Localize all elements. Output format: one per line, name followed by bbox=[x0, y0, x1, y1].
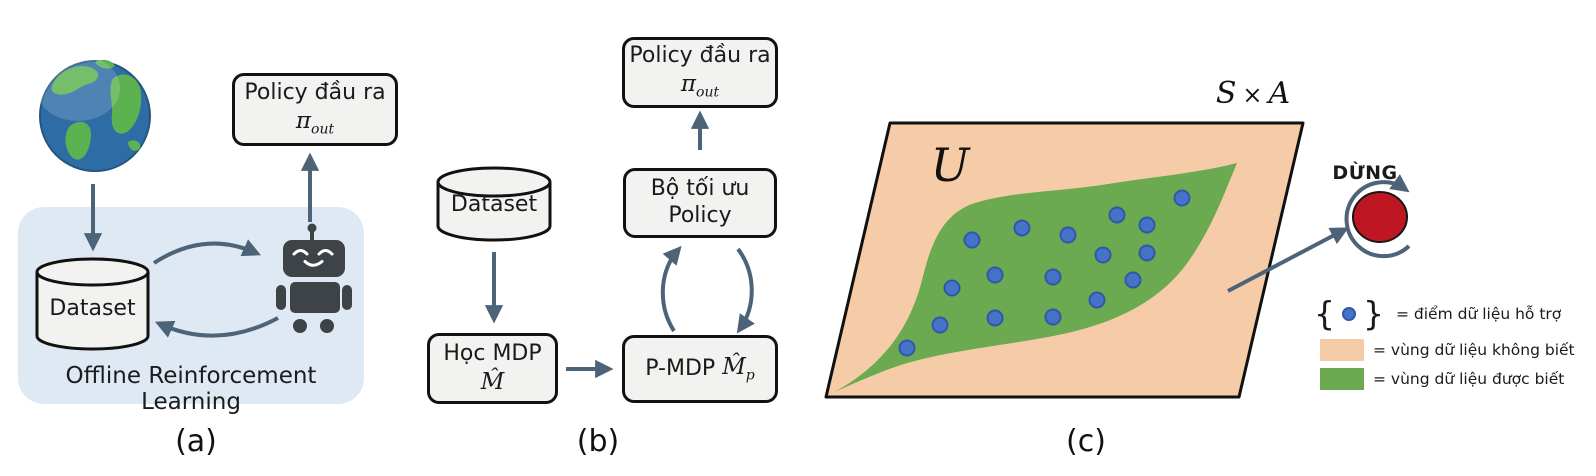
stop-label: DỪNG bbox=[1332, 162, 1398, 184]
learn-mdp-box: Học MDP M̂ bbox=[427, 333, 558, 404]
support-data-point bbox=[1138, 244, 1156, 262]
support-point-icon bbox=[1342, 307, 1356, 321]
cycle-arrow-optimizer-to-pmdp bbox=[736, 247, 755, 334]
support-data-point bbox=[986, 266, 1004, 284]
caption-b: (b) bbox=[576, 424, 620, 459]
legend-item-support-point: { } = điểm dữ liệu hỗ trợ bbox=[1314, 296, 1561, 332]
policy-output-title: Policy đầu ra bbox=[244, 80, 386, 106]
dataset-label-a: Dataset bbox=[49, 296, 136, 321]
policy-output-box-b: Policy đầu ra πout bbox=[622, 37, 778, 108]
known-region-swatch bbox=[1320, 368, 1364, 390]
legend-text: = vùng dữ liệu không biết bbox=[1373, 341, 1575, 359]
legend-item-unknown-region: = vùng dữ liệu không biết bbox=[1320, 339, 1575, 361]
support-data-point bbox=[963, 231, 981, 249]
policy-output-box-a: Policy đầu ra πout bbox=[232, 73, 398, 146]
pmdp-symbol: M̂p bbox=[722, 354, 755, 384]
state-action-space-label: S×A bbox=[1215, 76, 1291, 111]
learn-mdp-title: Học MDP bbox=[443, 341, 542, 367]
pmdp-box: P-MDP M̂p bbox=[622, 335, 778, 403]
support-data-point bbox=[1013, 219, 1031, 237]
offline-rl-frame-label: Offline Reinforcement Learning bbox=[65, 363, 317, 415]
cycle-arrow-robot-to-dataset bbox=[154, 316, 279, 338]
caption-c: (c) bbox=[1066, 424, 1106, 459]
policy-output-title: Policy đầu ra bbox=[629, 43, 771, 69]
optimizer-line1: Bộ tối ưu bbox=[650, 176, 750, 202]
cycle-arrow-dataset-to-robot bbox=[152, 239, 262, 265]
support-data-points bbox=[898, 189, 1191, 357]
support-data-point bbox=[1108, 206, 1126, 224]
unknown-region-swatch bbox=[1320, 339, 1364, 361]
support-data-point bbox=[986, 309, 1004, 327]
left-brace: { bbox=[1314, 294, 1335, 333]
arrow-plane-to-stop bbox=[1227, 227, 1349, 293]
known-region-shape bbox=[827, 163, 1237, 396]
policy-output-symbol: πout bbox=[680, 71, 720, 101]
pmdp-title: P-MDP bbox=[645, 355, 716, 381]
optimizer-line2: Policy bbox=[668, 203, 732, 228]
support-data-point bbox=[943, 279, 961, 297]
caption-a: (a) bbox=[175, 424, 217, 459]
stop-state-circle bbox=[1352, 191, 1408, 243]
support-data-point bbox=[1088, 291, 1106, 309]
policy-optimizer-box: Bộ tối ưu Policy bbox=[623, 168, 777, 238]
offline-rl-frame bbox=[18, 207, 364, 404]
legend-text: = vùng dữ liệu được biết bbox=[1373, 370, 1565, 388]
dataset-cylinder-b bbox=[436, 166, 552, 242]
self-loop-arrow bbox=[1344, 174, 1411, 259]
cycle-arrow-pmdp-to-optimizer bbox=[660, 245, 682, 333]
robot-icon bbox=[276, 223, 352, 333]
mdp-symbol: M̂ bbox=[480, 368, 505, 395]
support-data-point bbox=[1044, 308, 1062, 326]
support-data-point bbox=[1124, 271, 1142, 289]
support-data-point bbox=[1059, 226, 1077, 244]
dataset-label-b: Dataset bbox=[450, 192, 538, 217]
legend-item-known-region: = vùng dữ liệu được biết bbox=[1320, 368, 1564, 390]
support-data-point bbox=[931, 316, 949, 334]
unknown-set-label: U bbox=[930, 138, 970, 192]
support-data-point bbox=[1094, 246, 1112, 264]
support-data-point bbox=[1138, 216, 1156, 234]
legend-text: = điểm dữ liệu hỗ trợ bbox=[1396, 305, 1562, 323]
dataset-cylinder-a bbox=[35, 257, 150, 351]
globe-icon bbox=[36, 55, 151, 172]
support-data-point bbox=[898, 339, 916, 357]
support-data-point bbox=[1044, 268, 1062, 286]
support-data-point bbox=[1173, 189, 1191, 207]
policy-output-symbol: πout bbox=[295, 108, 335, 138]
right-brace: } bbox=[1363, 294, 1384, 333]
